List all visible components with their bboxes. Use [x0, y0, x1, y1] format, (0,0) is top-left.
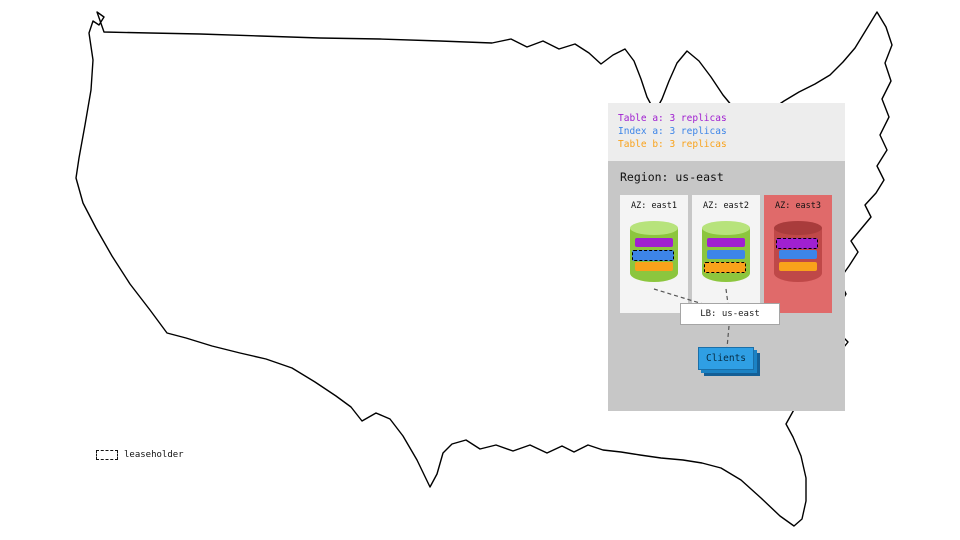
replica-index-a	[707, 250, 745, 259]
clients-stack: Clients	[698, 347, 762, 378]
replica-legend-panel: Table a: 3 replicas Index a: 3 replicas …	[608, 103, 845, 161]
az-east2: AZ: east2	[692, 195, 760, 313]
cylinder-top	[774, 221, 822, 235]
replica-table-b	[635, 262, 673, 271]
cylinder-top	[630, 221, 678, 235]
az-row: AZ: east1 AZ: east2	[620, 195, 832, 313]
replica-index-a	[779, 250, 817, 259]
leaseholder-legend-label: leaseholder	[124, 450, 184, 460]
legend-table-b: Table b: 3 replicas	[618, 139, 727, 150]
legend-index-a: Index a: 3 replicas	[618, 126, 727, 137]
az-east3-label: AZ: east3	[774, 201, 822, 211]
database-cylinder-east1	[630, 221, 678, 287]
cylinder-top	[702, 221, 750, 235]
region-panel: Region: us-east AZ: east1 AZ: east2	[608, 161, 845, 411]
az-east1: AZ: east1	[620, 195, 688, 313]
leaseholder-legend: leaseholder	[96, 450, 184, 460]
database-cylinder-east2	[702, 221, 750, 287]
replica-table-a	[707, 238, 745, 247]
replica-table-a	[635, 238, 673, 247]
replica-table-a-leaseholder	[776, 238, 818, 249]
replica-index-a-leaseholder	[632, 250, 674, 261]
legend-table-a: Table a: 3 replicas	[618, 113, 727, 124]
az-east1-label: AZ: east1	[630, 201, 678, 211]
az-east2-label: AZ: east2	[702, 201, 750, 211]
region-title: Region: us-east	[620, 170, 724, 184]
clients-box: Clients	[698, 347, 754, 370]
az-east3: AZ: east3	[764, 195, 832, 313]
replica-table-b-leaseholder	[704, 262, 746, 273]
load-balancer: LB: us-east	[680, 303, 780, 325]
database-cylinder-east3	[774, 221, 822, 287]
replica-table-b	[779, 262, 817, 271]
leaseholder-dashed-swatch-icon	[96, 450, 118, 460]
